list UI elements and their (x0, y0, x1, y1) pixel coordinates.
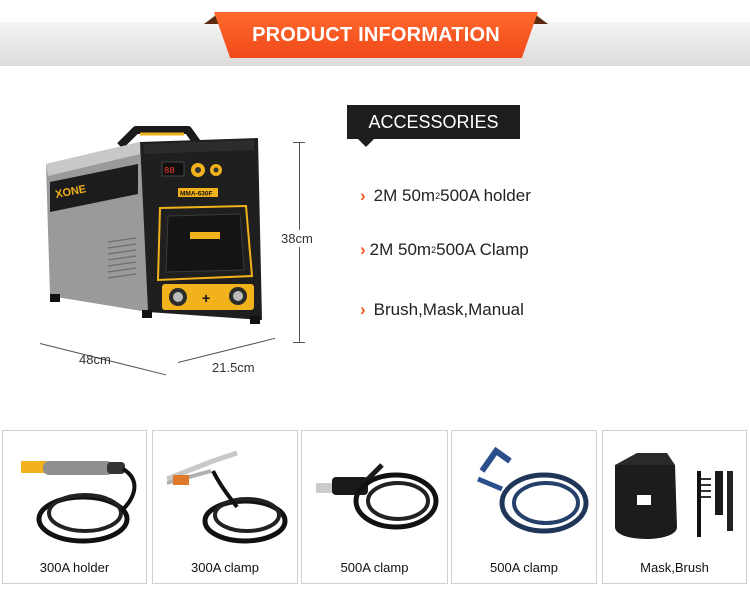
dimension-depth: 48cm (79, 352, 111, 367)
thumbnail-label: 300A clamp (191, 560, 259, 575)
brand-logo: XONE (54, 183, 87, 201)
chevron-right-icon: › (360, 186, 366, 205)
svg-text:88: 88 (164, 166, 175, 176)
dimension-height: 38cm (279, 230, 315, 247)
chevron-right-icon: › (360, 300, 366, 319)
page-title: PRODUCT INFORMATION (252, 23, 500, 46)
svg-text:+: + (202, 290, 210, 306)
dimension-width: 21.5cm (212, 360, 255, 375)
thumbnail-label: 500A clamp (340, 560, 409, 575)
accessory-item: › Brush,Mask,Manual (360, 300, 524, 319)
model-label: MMA-630F (180, 191, 213, 198)
thumbnail-500a-clamp: 500A clamp (301, 430, 448, 584)
header-banner: PRODUCT INFORMATION (204, 12, 548, 60)
thumbnail-300a-holder: 300A holder (2, 430, 147, 584)
thumbnail-500a-clamp-2: 500A clamp (451, 430, 597, 584)
thumbnail-label: 300A holder (39, 560, 110, 575)
thumbnail-300a-clamp: 300A clamp (152, 430, 298, 584)
thumbnail-label: 500A clamp (490, 560, 558, 575)
thumbnail-mask-brush: Mask,Brush (602, 430, 747, 584)
chevron-right-icon: › (360, 240, 366, 259)
thumbnail-label: Mask,Brush (640, 560, 709, 575)
accessories-title: ACCESSORIES (347, 105, 520, 139)
welder-product-image: XONE 88 MMA-630F + (40, 124, 275, 349)
